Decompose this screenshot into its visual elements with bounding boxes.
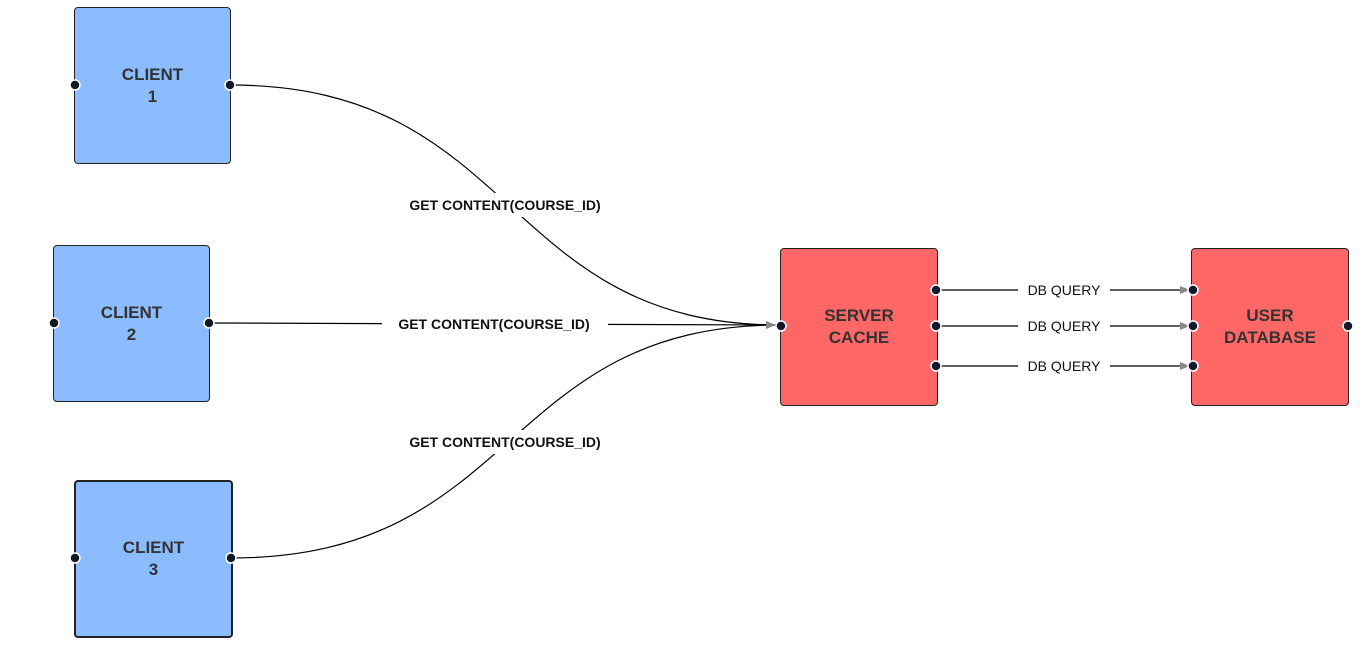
client-3-right-port[interactable] [225, 552, 237, 564]
server-cache-right-port-2[interactable] [930, 320, 942, 332]
client-3-label-line2: 3 [148, 560, 159, 579]
user-database-left-port-3[interactable] [1187, 360, 1199, 372]
edge-label-bg [392, 193, 618, 217]
edge-label-client1[interactable]: GET CONTENT(COURSE_ID) [409, 197, 600, 213]
edge-arrowhead [1180, 286, 1190, 294]
user-database-label-line2: DATABASE [1224, 328, 1316, 347]
client-2-label-line2: 2 [126, 324, 137, 344]
client-1-label-line2: 1 [147, 86, 158, 106]
edge-label-bg [1018, 280, 1110, 300]
client-2-label-line1: CLIENT [100, 302, 163, 322]
client-2-left-port[interactable] [48, 317, 60, 329]
edge-arrowhead [1180, 322, 1190, 330]
client-3-left-port[interactable] [69, 552, 81, 564]
client-2-right-port[interactable] [203, 317, 215, 329]
server-cache-right-port-1[interactable] [930, 284, 942, 296]
server-cache-label-line1: SERVER [824, 306, 894, 325]
user-database-right-port[interactable] [1342, 320, 1354, 332]
edge-label-db-query-2[interactable]: DB QUERY [1028, 318, 1102, 334]
client-3-label-line1: CLIENT [122, 538, 185, 557]
client-1-node[interactable]: CLIENT 1 [74, 7, 231, 164]
user-database-left-port-2[interactable] [1187, 320, 1199, 332]
edge-label-bg [1018, 356, 1110, 376]
user-database-node[interactable]: USER DATABASE [1191, 248, 1349, 406]
server-cache-right-port-3[interactable] [930, 360, 942, 372]
edge-label-bg [382, 312, 608, 336]
edge-label-client2[interactable]: GET CONTENT(COURSE_ID) [398, 316, 589, 332]
server-cache-node[interactable]: SERVER CACHE [780, 248, 938, 406]
client-3-node[interactable]: CLIENT 3 [74, 480, 233, 638]
edge-label-db-query-3[interactable]: DB QUERY [1028, 358, 1102, 374]
client-1-label-line1: CLIENT [121, 64, 184, 84]
edge-arrowhead [1180, 362, 1190, 370]
edge-label-bg [1018, 316, 1110, 336]
edge-arrowhead [766, 321, 776, 329]
client-1-right-port[interactable] [224, 79, 236, 91]
user-database-left-port-1[interactable] [1187, 284, 1199, 296]
server-cache-label-line2: CACHE [828, 328, 890, 347]
edge-label-db-query-1[interactable]: DB QUERY [1028, 282, 1102, 298]
user-database-label-line1: USER [1246, 306, 1294, 325]
server-cache-left-port[interactable] [775, 320, 787, 332]
edge-label-client3[interactable]: GET CONTENT(COURSE_ID) [409, 434, 600, 450]
client-1-left-port[interactable] [69, 79, 81, 91]
client-2-node[interactable]: CLIENT 2 [53, 245, 210, 402]
edge-label-bg [392, 430, 618, 454]
